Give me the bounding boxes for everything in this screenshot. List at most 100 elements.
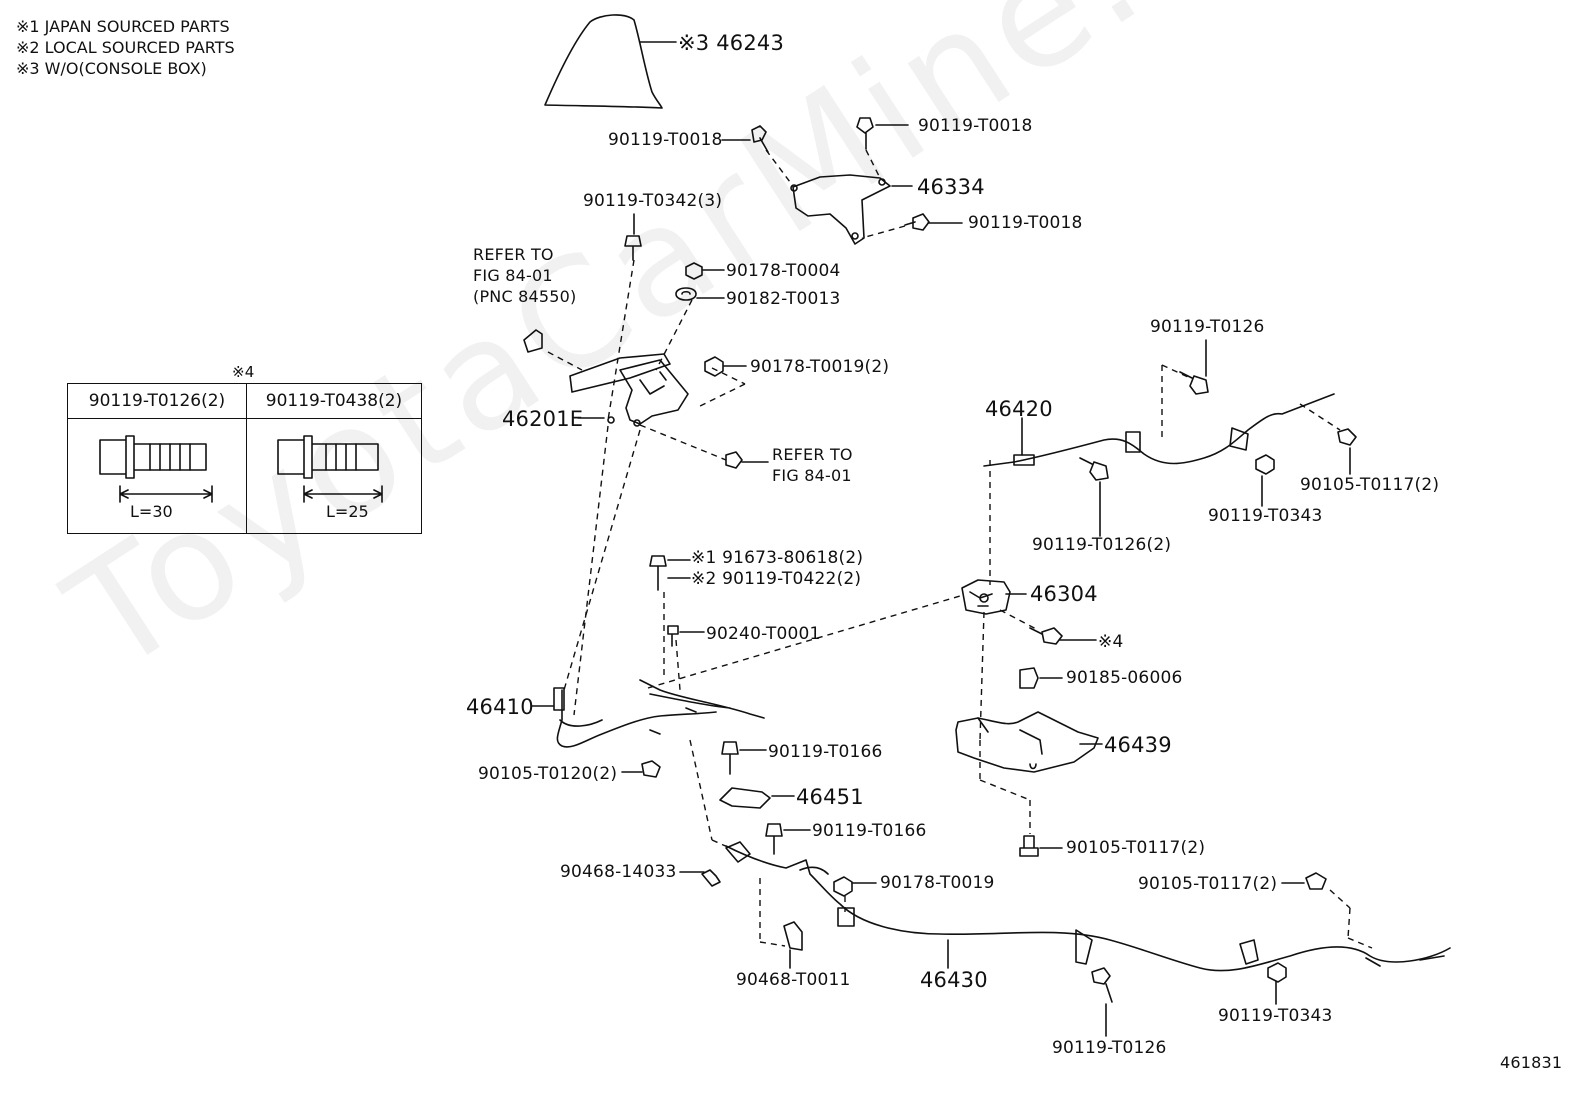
part-label-90105-t0117-2[interactable]: 90105-T0117(2) [1066,838,1206,858]
part-label-46334[interactable]: 46334 [917,175,985,199]
part-label-90119-t0018[interactable]: 90119-T0018 [608,130,723,150]
part-label-46304[interactable]: 46304 [1030,582,1098,606]
legend: ※1 JAPAN SOURCED PARTS ※2 LOCAL SOURCED … [16,16,235,79]
bolt-shape [649,555,667,591]
part-label-90119-t0018[interactable]: 90119-T0018 [968,213,1083,233]
dashed-leader [675,639,681,691]
bolt-shape [1305,872,1327,890]
part-label-90182-t0013[interactable]: 90182-T0013 [726,289,841,309]
front-cable-shape [556,689,717,748]
detail-bolt-2 [277,435,383,503]
dashed-leader [689,739,713,841]
detail-col1-header: 90119-T0126(2) [68,384,247,419]
dashed-leader [655,299,693,371]
part-label-90178-t0019-2[interactable]: 90178-T0019(2) [750,357,890,377]
part-label-90119-t0126[interactable]: 90119-T0126 [1052,1038,1167,1058]
part-label-90178-t0004[interactable]: 90178-T0004 [726,261,841,281]
dashed-leader [861,225,906,239]
bolt-shape [725,451,743,469]
shift-boot-shape [544,14,663,109]
part-label-90119-t0343[interactable]: 90119-T0343 [1208,506,1323,526]
pin-shape [667,625,679,647]
dashed-leader [699,383,746,407]
part-label-90119-t0166[interactable]: 90119-T0166 [812,821,927,841]
refer-note-line: REFER TO [473,245,554,264]
detail-col2-length: L=25 [326,502,369,521]
dashed-leader [573,425,609,716]
part-label-90119-t0166[interactable]: 90119-T0166 [768,742,883,762]
dashed-leader [607,259,635,421]
nut-shape [685,262,703,280]
part-label-46430[interactable]: 46430 [920,968,988,992]
rear-cable-shape [725,845,1451,972]
clip-shape [1019,667,1039,689]
nut-shape [1255,454,1275,475]
bolt-shape [624,235,642,261]
dashed-leader [765,149,794,187]
refer-note-line: (PNC 84550) [473,287,577,306]
part-label-90468-14033[interactable]: 90468-14033 [560,862,677,882]
part-label-46243[interactable]: ※3 46243 [678,31,785,55]
bolt-shape [1019,835,1039,857]
legend-item: ※1 JAPAN SOURCED PARTS [16,17,230,36]
dashed-leader [759,941,786,947]
bolt-shape [1029,627,1063,645]
part-label-90240-t0001[interactable]: 90240-T0001 [706,624,821,644]
dashed-leader [999,609,1039,631]
washer-shape [675,287,697,301]
clip-shape [719,787,771,809]
dashed-leader [865,149,881,179]
refer-note-line: FIG 84-01 [473,266,553,285]
part-label-90468-t0011[interactable]: 90468-T0011 [736,970,851,990]
part-label-90119-t0126[interactable]: 90119-T0126 [1150,317,1265,337]
part-label-90105-t0117-2[interactable]: 90105-T0117(2) [1300,475,1440,495]
part-label-46439[interactable]: 46439 [1104,733,1172,757]
part-label-46410[interactable]: 46410 [466,695,534,719]
part-label-90119-t0422[interactable]: ※2 90119-T0422(2) [691,569,862,589]
bolt-shape [765,823,783,855]
dashed-leader [1347,907,1351,939]
dashed-leader [711,367,746,385]
lever-shape [569,353,671,393]
dashed-leader [547,351,583,371]
dashed-leader [1347,937,1373,949]
nut-shape [1267,962,1287,983]
bolt-shape [904,213,930,231]
detail-bolt-1 [99,435,213,503]
dashed-leader [979,779,1031,801]
detail-col2-header: 90119-T0438(2) [247,384,421,419]
dashed-leader [1161,364,1191,379]
bolt-shape [641,760,661,778]
part-label-90105-t0120-2[interactable]: 90105-T0120(2) [478,764,618,784]
refer-note-line: REFER TO [772,445,853,464]
part-label-46420[interactable]: 46420 [985,397,1053,421]
bracket-shape [792,174,891,245]
part-label-90105-t0117-2[interactable]: 90105-T0117(2) [1138,874,1278,894]
nut-shape [833,876,853,897]
cover-shape [955,711,1099,773]
bolt-shape [751,125,769,153]
bolt-shape [856,117,874,150]
bolt-shape [1091,967,1113,1003]
part-label-90119-t0343[interactable]: 90119-T0343 [1218,1006,1333,1026]
clip-shape [701,869,721,887]
refer-note-line: FIG 84-01 [772,466,852,485]
part-label-90119-t0126-2[interactable]: 90119-T0126(2) [1032,535,1172,555]
dashed-leader [1329,889,1351,909]
part-label-90185-06006[interactable]: 90185-06006 [1066,668,1183,688]
bracket-shape [523,329,543,353]
part-label-46201e[interactable]: 46201E [502,407,584,431]
dashed-leader [1299,403,1341,431]
part-label-91673-80618[interactable]: ※1 91673-80618(2) [691,548,864,568]
part-label-90178-t0019[interactable]: 90178-T0019 [880,873,995,893]
legend-item: ※2 LOCAL SOURCED PARTS [16,38,235,57]
part-label-46451[interactable]: 46451 [796,785,864,809]
bolt-shape [721,741,739,775]
detail-col1-length: L=30 [130,502,173,521]
bolt-shape [1179,371,1209,395]
part-label-90119-t0018[interactable]: 90119-T0018 [918,116,1033,136]
part-label-90119-t0342[interactable]: 90119-T0342(3) [583,191,723,211]
clip-shape [783,921,803,951]
detail-divider [246,418,247,533]
